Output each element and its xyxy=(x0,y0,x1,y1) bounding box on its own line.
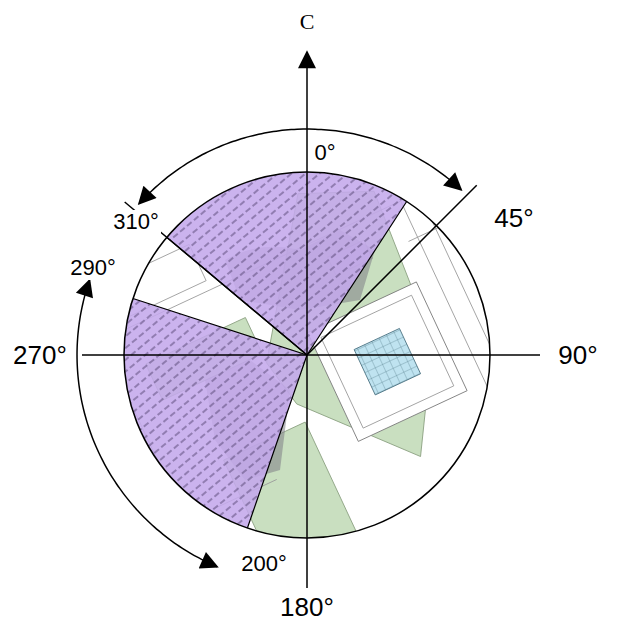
angle-label: 290° xyxy=(68,256,118,280)
angle-label: 45° xyxy=(492,204,535,232)
bearing-line xyxy=(307,185,477,355)
angle-label: 90° xyxy=(556,341,599,369)
angle-label: 0° xyxy=(312,141,337,165)
angle-label: 180° xyxy=(278,593,336,621)
angle-label: 200° xyxy=(239,552,289,576)
range-arc xyxy=(139,129,461,204)
angle-label: 310° xyxy=(111,210,161,234)
angle-label: 270° xyxy=(11,341,69,369)
north-label: C xyxy=(298,10,317,34)
east-axis xyxy=(82,354,540,356)
range-arc xyxy=(77,280,217,567)
site-plan xyxy=(41,68,617,628)
north-axis xyxy=(306,52,308,588)
